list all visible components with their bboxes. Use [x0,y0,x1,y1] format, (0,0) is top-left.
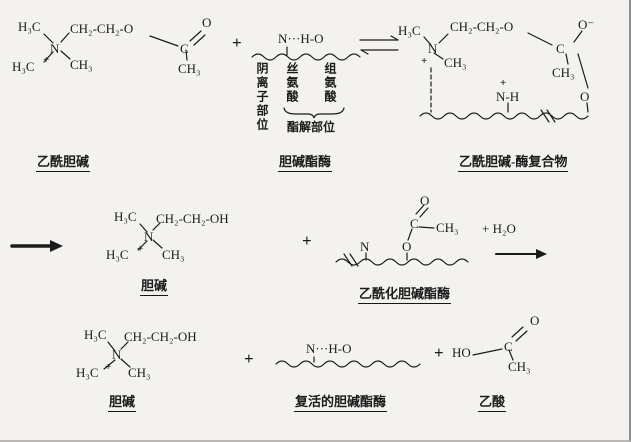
plus-charge: + [43,54,50,66]
formula-nho-bridge: N···H-O [306,341,352,356]
label-acetylated-cholinesterase: 乙酰化胆碱酯酶 [358,286,452,305]
atom-o: O [202,15,212,30]
plus-sign: + [434,343,444,362]
formula-ch3: CH₃ [508,359,531,374]
atom-o: O [530,313,540,328]
atom-c: C [180,41,189,56]
formula-ester-chain: CH₂-CH₂-O [70,21,134,36]
formula-ch3: CH₃ [178,61,201,76]
equilibrium-arrow-icon [359,35,399,55]
formula-ch3: CH₃ [162,247,185,262]
esteratic-site-brace [283,107,345,119]
complex-bonds [419,30,589,123]
atom-n: N [428,41,438,56]
label-ach-enzyme-complex: 乙酰胆碱-酶复合物 [458,154,569,173]
formula-ch3: CH₃ [444,55,467,70]
formula-choline-chain: CH₂-CH₂-OH [124,329,197,344]
formula-ch3: CH₃ [552,65,575,80]
formula-nho-bridge: N···H-O [278,31,324,46]
bond-cleavage-marks [540,109,556,123]
formula-h3c: H₃C [76,365,99,380]
acetylcholine-bonds [43,30,206,63]
atom-o: O [580,89,590,104]
choline-bonds-2 [103,341,131,370]
plus-charge: + [105,361,112,373]
plus-sign: + [244,349,254,368]
formula-h3c: H₃C [18,19,41,34]
formula-choline-chain: CH₂-CH₂-OH [156,211,229,226]
formula-ch3: CH₃ [436,220,459,235]
vertical-label-anionic-site: 阴离子部位 [255,62,269,132]
formula-h3c: H₃C [114,209,137,224]
formula-h3c: H₃C [84,327,107,342]
label-acetylcholine: 乙酰胆碱 [36,154,91,173]
formula-ho: HO [452,345,471,360]
formula-ch3: CH₃ [70,57,93,72]
choline-bonds [137,222,163,251]
atom-n: N [112,347,122,362]
atom-o-minus: O⁻ [578,17,595,32]
plus-charge: + [137,243,144,255]
atom-n: N [360,239,370,254]
acetic-acid-bonds [472,326,528,361]
formula-h3c: H₃C [12,59,35,74]
label-choline: 胆碱 [140,278,169,297]
formula-plus-h2o: + H₂O [482,221,516,236]
formula-ch3: CH₃ [128,365,151,380]
plus-sign: + [302,231,312,250]
reaction-arrow-icon [495,249,547,259]
formula-h3c: H₃C [106,247,129,262]
formula-n-h: N-H [496,89,520,104]
formula-h3c: H₃C [398,23,421,38]
plus-sign: + [232,33,242,52]
vertical-label-serine: 丝氨酸 [285,62,299,104]
label-reactivated-cholinesterase: 复活的胆碱酯酶 [294,394,388,413]
atom-o: O [420,193,430,208]
atom-n: N [50,41,60,56]
forward-arrow-icon [10,240,63,252]
label-choline: 胆碱 [108,394,137,413]
vertical-label-histidine: 组氨酸 [323,62,337,104]
reactivated-enzyme-backbone [275,356,421,368]
atom-c: C [410,216,419,231]
atom-o: O [402,239,412,254]
label-esteratic-site: 酯解部位 [287,120,336,134]
acetylated-enzyme-bonds [335,204,469,267]
plus-charge: + [421,55,428,67]
label-acetic-acid: 乙酸 [478,394,507,413]
atom-c: C [556,41,565,56]
cholinesterase-backbone [251,46,361,119]
atom-c: C [504,339,513,354]
label-cholinesterase: 胆碱酯酶 [278,154,333,173]
formula-ester-chain: CH₂-CH₂-O [450,19,514,34]
atom-n: N [144,229,154,244]
plus-charge: + [500,77,507,89]
